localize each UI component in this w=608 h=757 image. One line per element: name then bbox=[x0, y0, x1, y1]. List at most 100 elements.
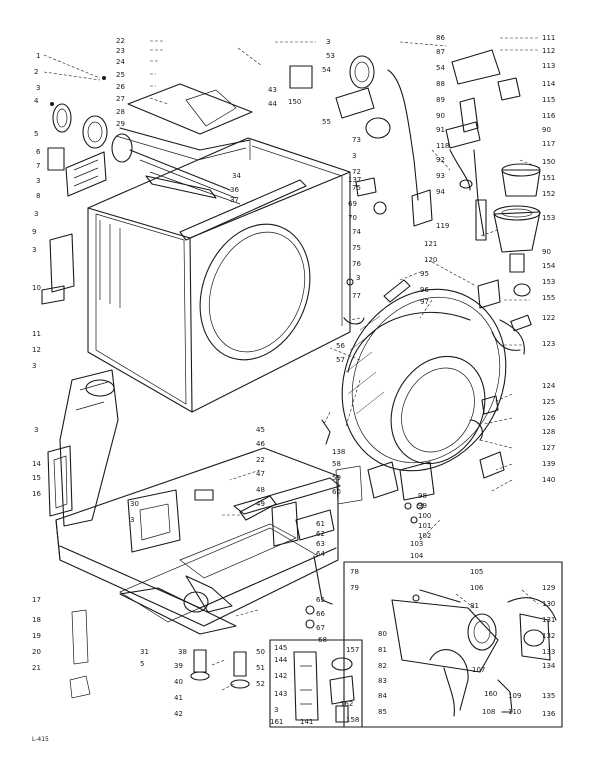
leader-lines bbox=[43, 37, 541, 691]
callout-162: 162 bbox=[340, 700, 354, 708]
callout-96: 96 bbox=[420, 286, 429, 294]
callout-10: 10 bbox=[32, 284, 41, 292]
callout-3e: 3 bbox=[32, 362, 37, 370]
callout-3d: 3 bbox=[32, 246, 37, 254]
callout-154: 154 bbox=[542, 262, 556, 270]
callout-132: 132 bbox=[542, 632, 556, 640]
drain-inset bbox=[343, 561, 563, 728]
callout-44: 44 bbox=[268, 100, 277, 108]
callout-153b: 153 bbox=[542, 278, 556, 286]
callout-81b: 81 bbox=[470, 602, 479, 610]
callout-114: 114 bbox=[542, 80, 556, 88]
callout-50: 50 bbox=[256, 648, 265, 656]
callout-34: 34 bbox=[232, 172, 241, 180]
callout-155: 155 bbox=[542, 294, 556, 302]
callout-97: 97 bbox=[420, 298, 429, 306]
callout-72: 72 bbox=[352, 168, 361, 176]
callout-12: 12 bbox=[32, 346, 41, 354]
callout-6: 6 bbox=[36, 148, 41, 156]
callout-27: 27 bbox=[116, 95, 125, 103]
dispenser-cups bbox=[477, 163, 541, 355]
callout-112: 112 bbox=[542, 47, 556, 55]
callout-110: 110 bbox=[508, 708, 522, 716]
top-panel bbox=[115, 83, 307, 241]
callout-131: 131 bbox=[542, 616, 556, 624]
callout-8: 8 bbox=[36, 192, 41, 200]
callout-65: 65 bbox=[316, 596, 325, 604]
callout-144: 144 bbox=[274, 656, 288, 664]
callout-75b: 75 bbox=[352, 184, 361, 192]
callout-120: 120 bbox=[424, 256, 438, 264]
callout-56: 56 bbox=[336, 342, 345, 350]
callout-99: 99 bbox=[418, 502, 427, 510]
callout-3f: 3 bbox=[34, 426, 39, 434]
callout-54b: 54 bbox=[436, 64, 445, 72]
callout-109: 109 bbox=[508, 692, 522, 700]
callout-122: 122 bbox=[542, 314, 556, 322]
left-small-parts bbox=[41, 76, 133, 305]
callout-66: 66 bbox=[316, 610, 325, 618]
callout-22: 22 bbox=[116, 37, 125, 45]
callout-150a: 150 bbox=[288, 98, 302, 106]
callout-68: 68 bbox=[318, 636, 327, 644]
callout-64: 64 bbox=[316, 550, 325, 558]
callout-37: 37 bbox=[230, 196, 239, 204]
callout-139: 139 bbox=[542, 460, 556, 468]
callout-21: 21 bbox=[32, 664, 41, 672]
callout-111: 111 bbox=[542, 34, 556, 42]
footer-code: L-415 bbox=[32, 736, 49, 743]
callout-138: 138 bbox=[332, 448, 346, 456]
callout-100: 100 bbox=[418, 512, 432, 520]
callout-91: 91 bbox=[436, 126, 445, 134]
callout-126: 126 bbox=[542, 414, 556, 422]
callout-17: 17 bbox=[32, 596, 41, 604]
callout-28: 28 bbox=[116, 108, 125, 116]
callout-3k: 3 bbox=[274, 706, 279, 714]
callout-136: 136 bbox=[542, 710, 556, 718]
callout-153a: 153 bbox=[542, 214, 556, 222]
callout-58: 58 bbox=[332, 460, 341, 468]
callout-77: 77 bbox=[352, 292, 361, 300]
callout-42: 42 bbox=[174, 710, 183, 718]
callout-94: 94 bbox=[436, 188, 445, 196]
callout-157: 157 bbox=[346, 646, 360, 654]
callout-3a: 3 bbox=[36, 84, 41, 92]
callout-79: 79 bbox=[350, 584, 359, 592]
callout-1: 1 bbox=[36, 52, 41, 60]
callout-106: 106 bbox=[470, 584, 484, 592]
callout-107: 107 bbox=[472, 666, 486, 674]
base-frame bbox=[55, 447, 341, 635]
callout-4: 4 bbox=[34, 97, 39, 105]
callout-16: 16 bbox=[32, 490, 41, 498]
callout-14: 14 bbox=[32, 460, 41, 468]
callout-101: 101 bbox=[418, 522, 432, 530]
callout-47: 47 bbox=[256, 470, 265, 478]
callout-74: 74 bbox=[352, 228, 361, 236]
callout-121: 121 bbox=[424, 240, 438, 248]
callout-134: 134 bbox=[542, 662, 556, 670]
callout-135: 135 bbox=[542, 692, 556, 700]
callout-89: 89 bbox=[436, 96, 445, 104]
callout-145: 145 bbox=[274, 644, 288, 652]
callout-104: 104 bbox=[410, 552, 424, 560]
callout-5: 5 bbox=[34, 130, 39, 138]
callout-41: 41 bbox=[174, 694, 183, 702]
callout-75: 75 bbox=[352, 244, 361, 252]
callout-125: 125 bbox=[542, 398, 556, 406]
callout-7: 7 bbox=[36, 162, 41, 170]
callout-78: 78 bbox=[350, 568, 359, 576]
callout-116: 116 bbox=[542, 112, 556, 120]
callout-30: 30 bbox=[130, 500, 139, 508]
callout-161: 161 bbox=[270, 718, 284, 726]
callout-48: 48 bbox=[256, 486, 265, 494]
cabinet-frame bbox=[87, 137, 351, 413]
callout-70: 70 bbox=[348, 214, 357, 222]
callout-130: 130 bbox=[542, 600, 556, 608]
callout-90c: 90 bbox=[542, 248, 551, 256]
upper-right-parts bbox=[289, 49, 521, 241]
callout-124: 124 bbox=[542, 382, 556, 390]
callout-3c: 3 bbox=[34, 210, 39, 218]
callout-26: 26 bbox=[116, 83, 125, 91]
callout-60: 60 bbox=[332, 488, 341, 496]
callout-19: 19 bbox=[32, 632, 41, 640]
